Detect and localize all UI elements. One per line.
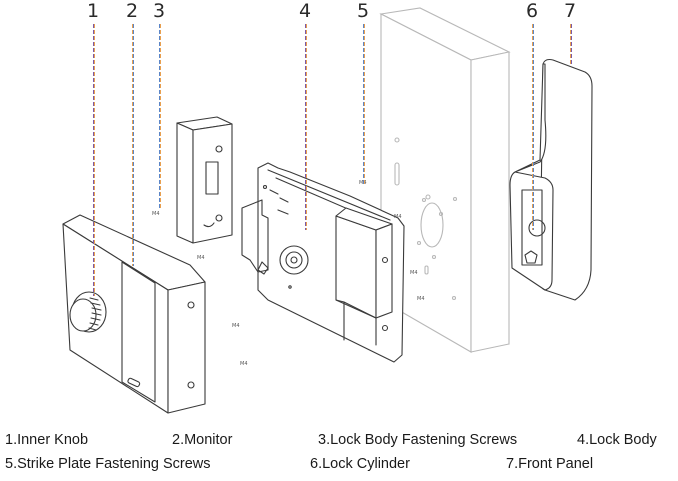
leader-line-4 (305, 24, 307, 230)
knob-ridges (88, 297, 102, 331)
exploded-diagram: M4 M4 M4 M4 M4 M4 M4 M4 1 2 3 4 5 6 7 (62, 0, 593, 414)
screw-mark: M4 (417, 296, 425, 302)
leader-line-7 (570, 24, 572, 64)
callout-4: 4 (299, 0, 312, 22)
leader-line-6 (532, 24, 534, 230)
callout-3: 3 (153, 0, 166, 22)
screw-marks: M4 M4 M4 M4 M4 M4 M4 M4 (152, 180, 425, 367)
legend-item-strike-plate-screws: 5.Strike Plate Fastening Screws (5, 456, 211, 472)
legend-item-front-panel: 7.Front Panel (506, 456, 594, 472)
leader-lines (93, 24, 572, 296)
screw-mark: M4 (394, 214, 402, 220)
leader-line-5 (363, 24, 365, 184)
screw-mark: M4 (232, 323, 240, 329)
callout-7: 7 (564, 0, 577, 22)
strike-plate (176, 116, 233, 244)
legend-item-lock-body: 4.Lock Body (577, 432, 657, 448)
callout-6: 6 (526, 0, 539, 22)
legend-item-monitor: 2.Monitor (172, 432, 233, 448)
screw-mark: M4 (197, 255, 205, 261)
callout-5: 5 (357, 0, 370, 22)
legend-item-inner-knob: 1.Inner Knob (5, 432, 89, 448)
screw-mark: M4 (240, 361, 248, 367)
leader-line-2 (132, 24, 134, 266)
diagram-svg: M4 M4 M4 M4 M4 M4 M4 M4 (62, 7, 593, 414)
front-panel (509, 58, 593, 301)
legend-item-lock-body-screws: 3.Lock Body Fastening Screws (318, 432, 518, 448)
screw-mark: M4 (410, 270, 418, 276)
legend-item-lock-cylinder: 6.Lock Cylinder (310, 456, 410, 472)
screw-mark: M4 (152, 211, 160, 217)
lock-body (241, 162, 405, 363)
callout-2: 2 (126, 0, 139, 22)
screw-mark: M4 (359, 180, 367, 186)
leader-line-1 (93, 24, 95, 296)
leader-line-3 (159, 24, 161, 210)
callout-1: 1 (87, 0, 100, 22)
